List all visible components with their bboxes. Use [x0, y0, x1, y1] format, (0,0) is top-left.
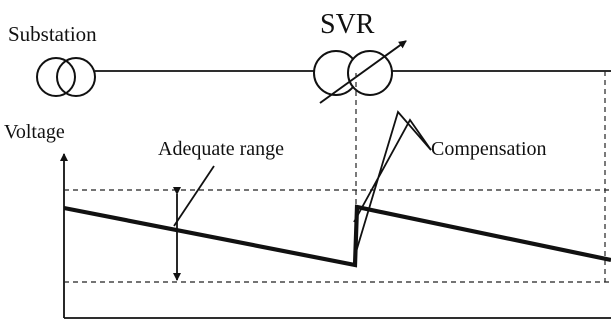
voltage-axis-label: Voltage — [4, 121, 65, 143]
voltage-axes — [60, 153, 611, 319]
substation-transformer-symbol — [36, 57, 96, 97]
adequate-range-leader — [173, 165, 215, 227]
svr-transformer-symbol — [313, 50, 393, 96]
adequate-range-label: Adequate range — [158, 138, 284, 160]
voltage-profile-line — [63, 204, 611, 268]
svr-label: SVR — [320, 9, 375, 40]
substation-label: Substation — [8, 22, 97, 46]
compensation-leader — [353, 110, 432, 253]
compensation-label: Compensation — [431, 138, 547, 160]
svr-adjust-arrow — [319, 40, 407, 104]
adequate-range-limits — [64, 189, 611, 283]
